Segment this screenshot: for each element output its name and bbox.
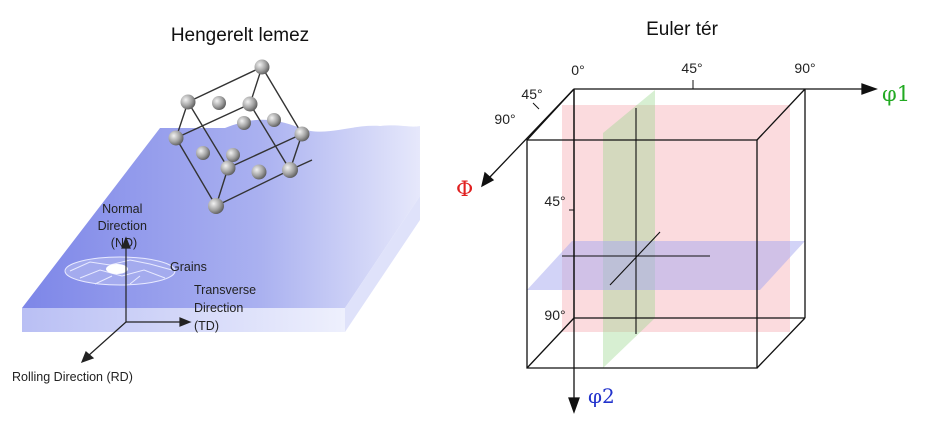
phi1-section-plane: [562, 105, 790, 332]
rd-arrowhead: [80, 350, 95, 364]
Phi-section-plane: [603, 90, 655, 368]
nd-label: Normal Direction (ND): [98, 202, 151, 250]
phi1-tick-90: 90°: [794, 60, 815, 76]
euler-space-diagram: Euler tér: [456, 19, 910, 414]
phi1-tick-45: 45°: [681, 60, 702, 76]
nd-arrowhead: [121, 236, 131, 249]
phi2-tick-45: 45°: [544, 193, 565, 209]
Phi-tick-90: 90°: [494, 111, 515, 127]
phi2-axis-label: φ2: [588, 384, 615, 408]
sample-axes: [80, 236, 192, 364]
right-title: Euler tér: [646, 19, 718, 40]
Phi-tick-45: 45°: [521, 86, 542, 102]
euler-axes: [481, 80, 878, 414]
lattice-atoms: [168, 59, 310, 214]
td-label: Transverse Direction (TD): [194, 283, 260, 333]
plate-side-face: [345, 196, 420, 332]
left-title: Hengerelt lemez: [171, 25, 309, 46]
phi1-arrowhead: [861, 83, 878, 95]
phi1-axis-label: φ1: [882, 82, 910, 106]
Phi-arrowhead: [481, 171, 495, 188]
phi1-tick-0: 0°: [571, 62, 584, 78]
td-arrowhead: [179, 317, 192, 327]
phi2-tick-90: 90°: [544, 307, 565, 323]
Phi-axis-label: Φ: [456, 177, 473, 201]
rolled-sheet-diagram: Hengerelt lemez: [12, 25, 420, 384]
rd-label: Rolling Direction (RD): [12, 370, 133, 384]
grains-pattern: [64, 256, 176, 286]
section-lines: [562, 108, 710, 334]
phi2-section-plane: [527, 241, 805, 290]
phi2-arrowhead: [568, 397, 580, 414]
grains-label: Grains: [170, 260, 207, 274]
